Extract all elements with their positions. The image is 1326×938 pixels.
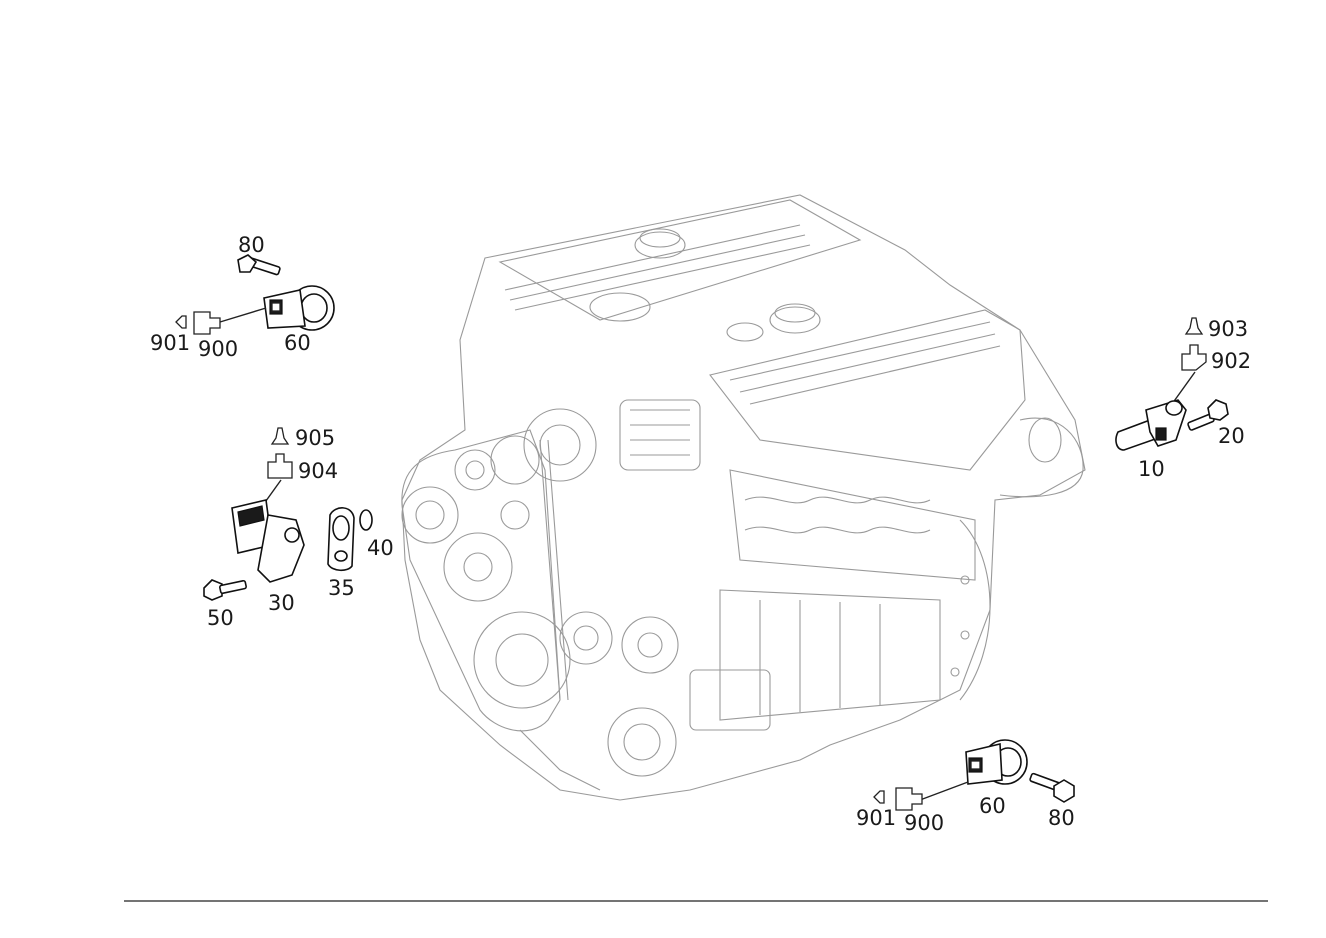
gasket-35 — [327, 507, 355, 572]
callout-35: 35 — [328, 576, 355, 600]
crank-sensor-10 — [1115, 399, 1187, 451]
leader-line — [919, 781, 969, 801]
callout-60-bottom: 60 — [979, 794, 1006, 818]
connector-symbol-905 — [270, 427, 290, 445]
connector-symbol-904 — [267, 453, 293, 479]
callout-20: 20 — [1218, 424, 1245, 448]
knock-sensor-bottom-group: 901 900 60 80 — [856, 739, 1075, 835]
callout-905: 905 — [295, 426, 335, 450]
cam-sensor-30 — [231, 499, 305, 583]
connector-symbol-901-top — [175, 315, 187, 329]
callout-30: 30 — [268, 591, 295, 615]
knock-sensor-60-top — [263, 285, 335, 331]
bolt-80-bottom — [1029, 772, 1075, 803]
knock-sensor-60-bottom — [965, 739, 1028, 785]
crankshaft-sensor-group: 903 902 10 20 — [1115, 317, 1251, 481]
bolt-80-top — [237, 254, 281, 276]
callout-903: 903 — [1208, 317, 1248, 341]
callout-901-bottom: 901 — [856, 806, 896, 830]
callout-10: 10 — [1138, 457, 1165, 481]
callout-80-bottom: 80 — [1048, 806, 1075, 830]
connector-symbol-902 — [1181, 344, 1207, 371]
callout-904: 904 — [298, 459, 338, 483]
bolt-20 — [1187, 399, 1229, 431]
callout-80-top: 80 — [238, 233, 265, 257]
camshaft-sensor-group: 905 904 30 50 35 40 — [203, 426, 394, 630]
callout-50: 50 — [207, 606, 234, 630]
leader-line — [1171, 371, 1196, 405]
connector-symbol-900-top — [193, 311, 221, 335]
callout-902: 902 — [1211, 349, 1251, 373]
callout-900-bottom: 900 — [904, 811, 944, 835]
bolt-50 — [203, 579, 247, 601]
o-ring-40 — [359, 509, 373, 531]
callout-900-top: 900 — [198, 337, 238, 361]
connector-symbol-901-bottom — [873, 790, 885, 804]
connector-symbol-903 — [1184, 317, 1204, 335]
callout-40: 40 — [367, 536, 394, 560]
knock-sensor-top-group: 80 901 900 60 — [150, 233, 335, 361]
leader-line — [219, 307, 267, 323]
callout-901-top: 901 — [150, 331, 190, 355]
engine-illustration — [401, 194, 1086, 801]
connector-symbol-900-bottom — [895, 787, 923, 811]
callout-60-top: 60 — [284, 331, 311, 355]
